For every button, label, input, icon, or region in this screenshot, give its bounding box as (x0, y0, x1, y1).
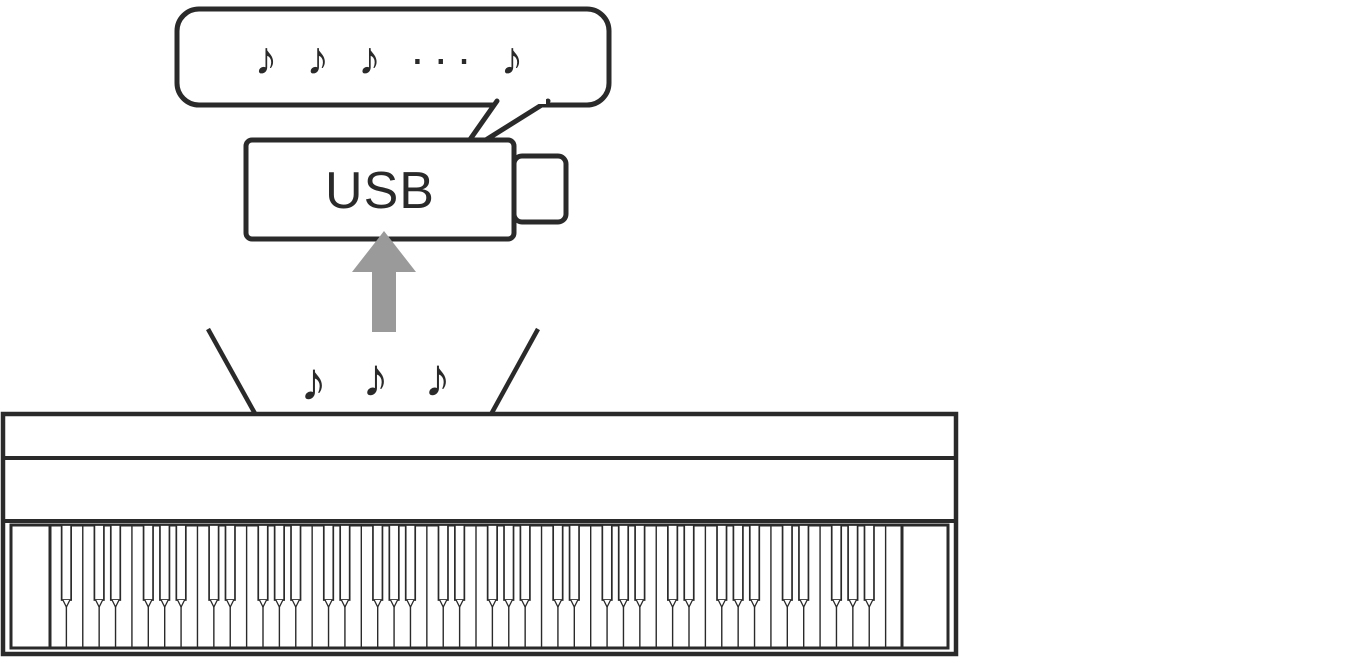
black-key (290, 524, 302, 601)
black-key (93, 524, 105, 601)
usb-label: USB (325, 162, 435, 220)
sound-emission: ♪ ♪ ♪ (206, 327, 540, 440)
black-key-notch (734, 599, 743, 609)
piano-note-3: ♪ (424, 348, 451, 408)
black-key (175, 524, 187, 601)
black-key-notch (783, 599, 792, 609)
black-key-notch (865, 599, 874, 609)
black-key-notch (832, 599, 841, 609)
black-key (568, 524, 580, 601)
black-key-notch (160, 599, 169, 609)
speech-bubble-tail-join (500, 99, 546, 104)
black-key-notch (750, 599, 759, 609)
black-key-notch (258, 599, 268, 609)
black-key-notch (62, 599, 71, 609)
black-key (617, 524, 630, 601)
black-key (208, 524, 220, 601)
speech-bubble: ♪ ♪ ♪ ··· ♪ (174, 6, 612, 161)
black-key (847, 524, 859, 601)
black-key (372, 524, 384, 601)
black-key-notch (324, 599, 333, 609)
usb-drive: USB (243, 137, 569, 242)
black-key-notch (619, 599, 628, 609)
black-key (552, 524, 564, 601)
black-key (732, 524, 744, 601)
black-key-notch (488, 599, 497, 609)
black-key-notch (602, 599, 612, 609)
black-key (437, 524, 449, 601)
black-key (830, 524, 843, 601)
black-key-notch (209, 599, 218, 609)
black-key (339, 524, 351, 601)
speech-bubble-body (174, 6, 612, 108)
piano-note-1: ♪ (300, 352, 327, 412)
black-key (748, 524, 761, 601)
black-key-notch (95, 599, 104, 609)
piano-cheek-left (9, 523, 52, 650)
black-key-notch (373, 599, 382, 609)
black-key (716, 524, 728, 601)
black-key (224, 524, 236, 601)
black-key (519, 524, 531, 601)
black-key-notch (553, 599, 563, 609)
piano-cheek-right (900, 523, 950, 650)
bubble-notes-text: ♪ ♪ ♪ ··· ♪ (254, 32, 531, 84)
black-key (109, 524, 122, 601)
black-key-notch (439, 599, 448, 609)
black-key-notch (176, 599, 186, 609)
black-key (273, 524, 285, 601)
black-key (159, 524, 171, 601)
black-key (683, 524, 695, 601)
piano (0, 411, 959, 657)
black-key-notch (144, 599, 153, 609)
black-key-notch (226, 599, 235, 609)
black-key-notch (111, 599, 120, 609)
black-key-notch (504, 599, 513, 609)
black-key (863, 524, 875, 601)
black-key (503, 524, 515, 601)
black-key (454, 524, 466, 601)
black-key-notch (406, 599, 415, 609)
black-key (322, 524, 335, 601)
black-key (404, 524, 417, 601)
black-key-notch (848, 599, 857, 609)
black-key (257, 524, 269, 601)
black-key-notch (521, 599, 530, 609)
black-key (486, 524, 498, 601)
black-key (667, 524, 679, 601)
piano-note-2: ♪ (362, 348, 389, 408)
black-key-notch (291, 599, 300, 609)
piano-keys (60, 524, 887, 648)
black-key (601, 524, 613, 601)
black-key-notch (340, 599, 350, 609)
black-key-notch (799, 599, 808, 609)
black-key-notch (668, 599, 677, 609)
black-key (388, 524, 400, 601)
black-key-notch (717, 599, 726, 609)
black-key (781, 524, 793, 601)
black-key (798, 524, 810, 601)
usb-connector (511, 153, 569, 225)
black-key (142, 524, 154, 601)
black-key-notch (684, 599, 694, 609)
up-arrow-icon (352, 231, 416, 332)
black-key (60, 524, 72, 601)
black-key (634, 524, 646, 601)
black-key-notch (635, 599, 644, 609)
black-key-notch (455, 599, 464, 609)
black-key-notch (389, 599, 399, 609)
black-key-notch (275, 599, 284, 609)
black-key-notch (570, 599, 579, 609)
